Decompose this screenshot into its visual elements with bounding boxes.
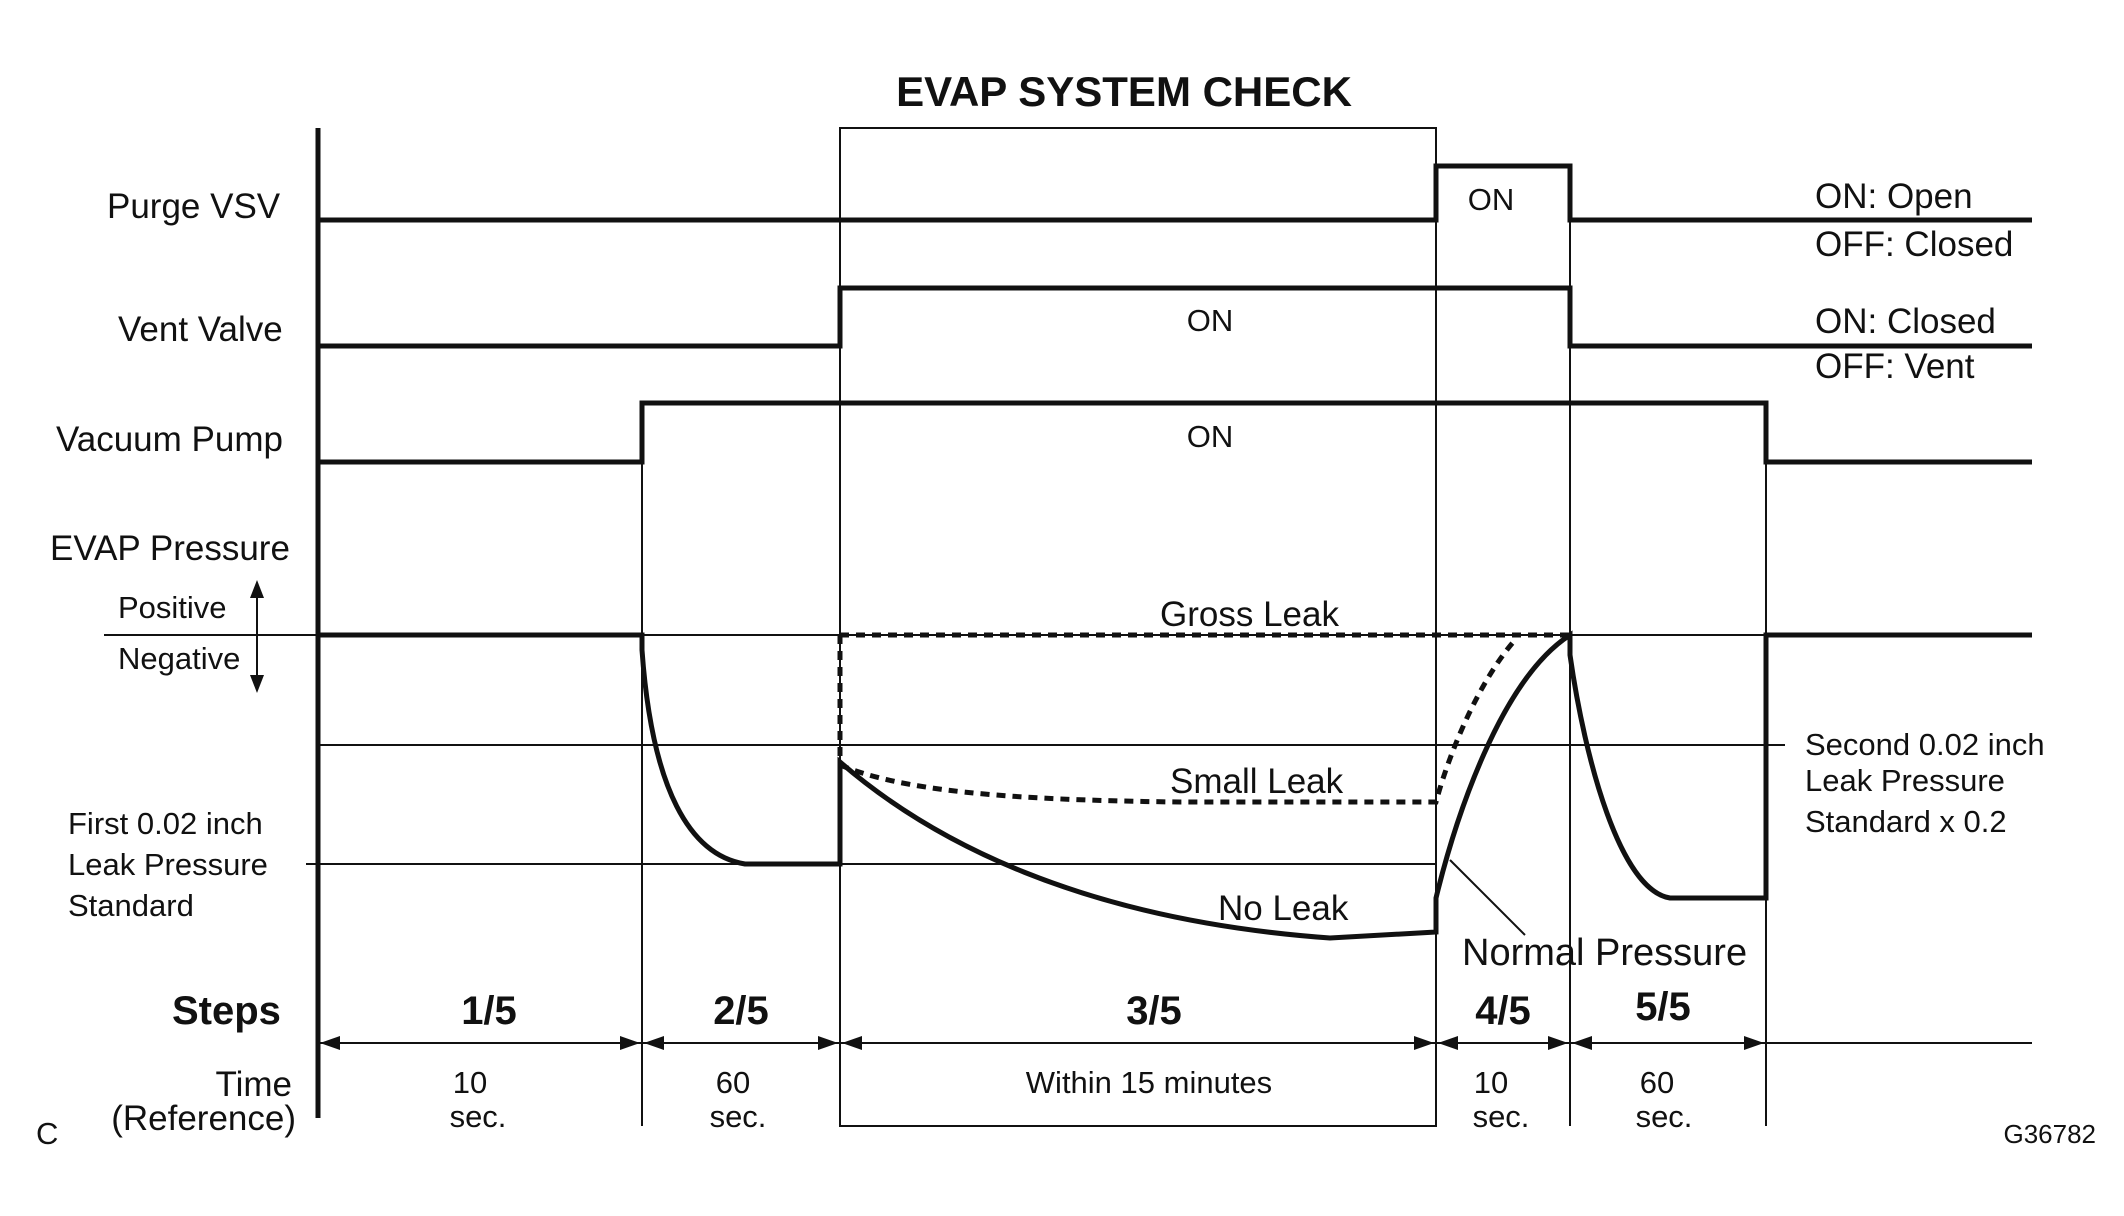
- purge-vsv-row: Purge VSV ON ON: Open OFF: Closed: [107, 163, 2032, 264]
- step-1-time-unit: sec.: [450, 1099, 507, 1134]
- diagram-title: EVAP SYSTEM CHECK: [896, 68, 1352, 115]
- step-2-time-unit: sec.: [710, 1099, 767, 1134]
- vacuum-pump-label: Vacuum Pump: [56, 420, 283, 459]
- arrowheads: [320, 1036, 1764, 1050]
- svg-text:Leak Pressure: Leak Pressure: [1805, 763, 2005, 798]
- positive-label: Positive: [118, 590, 227, 625]
- vacuum-pump-signal: [318, 400, 2032, 465]
- vent-valve-row: Vent Valve ON ON: Closed OFF: Vent: [118, 285, 2032, 386]
- step-4-time-value: 10: [1474, 1065, 1508, 1100]
- step-5-label: 5/5: [1635, 985, 1691, 1029]
- second-standard-label: Second 0.02 inch Leak Pressure Standard …: [1805, 727, 2045, 839]
- time-row: Time (Reference) 10 sec. 60 sec. Within …: [111, 1065, 1692, 1138]
- step-3-box: [839, 127, 1437, 1127]
- vent-valve-signal: [318, 285, 2032, 349]
- vent-valve-on-text: ON: [1187, 303, 1234, 338]
- small-leak-label: Small Leak: [1170, 762, 1344, 801]
- vent-valve-legend-off: OFF: Vent: [1815, 347, 1975, 386]
- purge-vsv-signal: [318, 163, 2032, 223]
- step-3-label: 3/5: [1126, 989, 1182, 1033]
- step-1-time-value: 10: [453, 1065, 487, 1100]
- vent-valve-legend-on: ON: Closed: [1815, 302, 1996, 341]
- purge-vsv-legend-on: ON: Open: [1815, 177, 1973, 216]
- step-2-label: 2/5: [713, 989, 769, 1033]
- normal-pressure-label: Normal Pressure: [1462, 932, 1747, 974]
- negative-label: Negative: [118, 641, 240, 676]
- time-reference-label: (Reference): [111, 1099, 296, 1138]
- steps-row: Steps 1/5 2/5 3/5 4/5 5/5: [172, 985, 1691, 1033]
- step-5-time-value: 60: [1640, 1065, 1674, 1100]
- svg-text:Second 0.02 inch: Second 0.02 inch: [1805, 727, 2045, 762]
- vacuum-pump-on-text: ON: [1187, 419, 1234, 454]
- gross-leak-label: Gross Leak: [1160, 595, 1339, 634]
- no-leak-label: No Leak: [1218, 889, 1349, 928]
- step-1-label: 1/5: [461, 989, 517, 1033]
- vacuum-pump-row: Vacuum Pump ON: [56, 400, 2032, 465]
- step-4-time-unit: sec.: [1473, 1099, 1530, 1134]
- step-3-time-value: Within 15 minutes: [1026, 1065, 1272, 1100]
- normal-pressure-leader: [1449, 859, 1526, 936]
- steps-label: Steps: [172, 989, 281, 1033]
- step-5-time-unit: sec.: [1636, 1099, 1693, 1134]
- svg-text:First 0.02 inch: First 0.02 inch: [68, 806, 263, 841]
- step-4-label: 4/5: [1475, 989, 1531, 1033]
- svg-text:Leak Pressure: Leak Pressure: [68, 847, 268, 882]
- svg-text:Standard: Standard: [68, 888, 194, 923]
- svg-text:Standard x 0.2: Standard x 0.2: [1805, 804, 2007, 839]
- first-standard-label: First 0.02 inch Leak Pressure Standard: [68, 806, 268, 923]
- evap-pressure-section: EVAP Pressure Positive Negative Gross Le…: [50, 529, 2045, 974]
- pressure-curve-main: [318, 630, 2032, 941]
- step-2-time-value: 60: [716, 1065, 750, 1100]
- corner-mark: C: [36, 1116, 58, 1151]
- time-arrows: [318, 1036, 2032, 1050]
- purge-vsv-on-text: ON: [1468, 182, 1515, 217]
- positive-negative-arrow-icon: [250, 580, 264, 693]
- evap-pressure-label: EVAP Pressure: [50, 529, 290, 568]
- purge-vsv-legend-off: OFF: Closed: [1815, 225, 2013, 264]
- vent-valve-label: Vent Valve: [118, 310, 283, 349]
- time-label: Time: [216, 1065, 292, 1104]
- figure-id: G36782: [2003, 1119, 2096, 1149]
- purge-vsv-label: Purge VSV: [107, 187, 281, 226]
